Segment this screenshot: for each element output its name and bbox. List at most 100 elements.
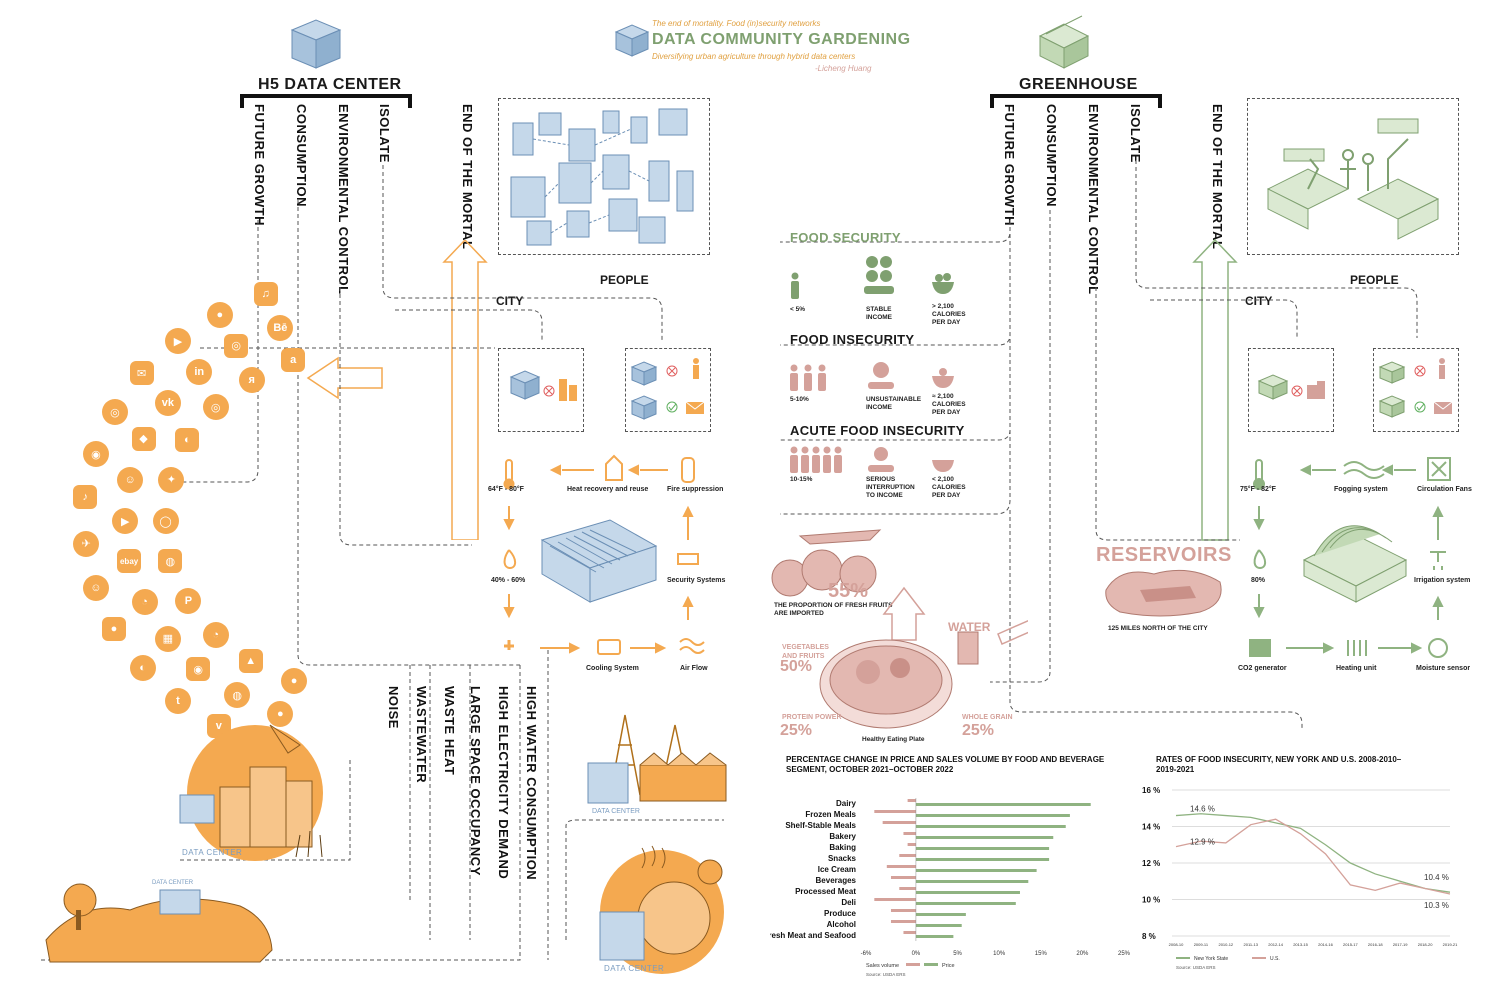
line-series-us <box>1175 818 1451 895</box>
app-icon: a <box>281 348 306 373</box>
heating-unit-label: Heating unit <box>1336 665 1377 672</box>
protein-percent: 25% <box>780 722 813 739</box>
line-x-tick: 2014-16 <box>1318 942 1333 947</box>
app-icon: ◎ <box>224 333 249 358</box>
app-icon: ☺ <box>82 574 109 601</box>
app-icon: Bē <box>267 315 294 342</box>
app-icon: ● <box>101 616 126 641</box>
right-city-label: CITY <box>1245 294 1273 308</box>
left-end-of-mortal: END OF THE MORTAL <box>460 104 475 250</box>
bar-category-label: Frozen Meals <box>805 810 856 819</box>
line-y-tick: 10 % <box>1142 896 1160 905</box>
bar-sales-volume <box>874 810 916 813</box>
noise-city-illustration <box>179 724 323 861</box>
app-icon: ▲ <box>238 648 263 673</box>
line-x-tick: 2015-17 <box>1343 942 1358 947</box>
bar-legend-sales-label: Sales volume <box>866 963 899 969</box>
bar-price <box>915 891 1020 894</box>
food-security-share: < 5% <box>790 306 805 313</box>
line-y-tick: 12 % <box>1142 859 1160 868</box>
line-legend-ny-swatch <box>1176 957 1190 959</box>
acute-food-insecurity-title: ACUTE FOOD INSECURITY <box>790 423 965 438</box>
money-hand-icon <box>864 256 894 294</box>
right-humidity-label: 80% <box>1251 577 1266 584</box>
app-icon: ◉ <box>82 441 109 468</box>
food-insecurity-calories: ≈ 2,100 CALORIES PER DAY <box>932 393 966 416</box>
bar-x-tick: 0% <box>912 951 921 957</box>
line-y-tick: 14 % <box>1142 823 1160 832</box>
greenhouse-icon <box>1038 15 1090 69</box>
bar-x-tick: -6% <box>861 951 872 957</box>
left-bracket <box>240 94 412 108</box>
bar-price <box>915 803 1091 806</box>
title-kicker: The end of mortality. Food (in)security … <box>652 19 821 28</box>
impact-noise: NOISE <box>386 686 401 729</box>
bar-price <box>915 847 1050 850</box>
bar-x-tick: 15% <box>1035 951 1048 957</box>
left-header: H5 DATA CENTER <box>258 76 402 93</box>
bar-sales-volume <box>903 931 916 934</box>
reservoirs-illustration <box>1105 569 1222 617</box>
right-people-box <box>1373 348 1459 432</box>
line-x-tick: 2018-20 <box>1418 942 1433 947</box>
bar-sales-volume <box>886 865 916 868</box>
line-x-tick: 2010-12 <box>1218 942 1233 947</box>
bar-price <box>915 902 1016 905</box>
bar-legend-price-label: Price <box>942 963 955 969</box>
line-label-us-end: 10.3 % <box>1424 901 1449 910</box>
bar-sales-volume <box>899 887 916 890</box>
bar-category-label: Fresh Meat and Seafood <box>770 931 856 940</box>
app-icon: ◉ <box>186 657 211 682</box>
bar-price <box>915 924 962 927</box>
line-y-tick: 16 % <box>1142 786 1160 795</box>
app-icon: vk <box>154 390 181 417</box>
app-icon: ♪ <box>73 485 98 510</box>
imported-fruits-illustration <box>771 529 882 597</box>
server-robots-illustration <box>510 108 694 246</box>
line-x-tick: 2016-18 <box>1368 942 1383 947</box>
bar-source: Source: USDA ERS <box>866 972 906 977</box>
app-icon: in <box>186 358 213 385</box>
line-legend-us-label: U.S. <box>1270 956 1280 962</box>
water-label: WATER <box>948 620 991 634</box>
bar-price <box>915 858 1050 861</box>
app-icon: ▶ <box>164 328 191 355</box>
grain-label: WHOLE GRAIN <box>962 714 1013 721</box>
impact-wastewater: WASTEWATER <box>414 686 429 784</box>
right-environmental-cycle <box>1249 457 1451 658</box>
food-security-calories: > 2,100 CALORIES PER DAY <box>932 303 966 326</box>
fire-suppression-label: Fire suppression <box>667 486 724 493</box>
app-icon: ✦ <box>158 466 185 493</box>
line-x-tick: 2011-13 <box>1244 942 1259 947</box>
heat-recovery-label: Heat recovery and reuse <box>567 486 649 493</box>
security-systems-label: Security Systems <box>667 577 726 584</box>
page-title: DATA COMMUNITY GARDENING <box>652 31 911 48</box>
food-insecurity-title: FOOD INSECURITY <box>790 332 915 347</box>
impact-water: HIGH WATER CONSUMPTION <box>524 686 539 881</box>
left-people-label: PEOPLE <box>600 273 649 287</box>
waste-heat-illustration <box>599 845 724 974</box>
line-y-tick: 8 % <box>1142 932 1156 941</box>
left-branch-isolate: ISOLATE <box>377 104 392 163</box>
dc-label-3: DATA CENTER <box>592 808 640 815</box>
app-icon: ▶ <box>112 508 139 534</box>
imported-percent: 55% <box>828 580 869 602</box>
left-people-box <box>625 348 711 432</box>
reservoirs-location: 125 MILES NORTH OF THE CITY <box>1108 625 1208 632</box>
bar-category-label: Snacks <box>828 854 857 863</box>
app-icon: ☺ <box>117 466 144 493</box>
bar-category-label: Deli <box>841 898 856 907</box>
dc-label-1: DATA CENTER <box>182 848 243 857</box>
air-flow-label: Air Flow <box>680 665 708 672</box>
right-farming-panel <box>1247 98 1459 255</box>
title-subtitle: Diversifying urban agriculture through h… <box>652 52 856 61</box>
app-icon: ◔ <box>131 589 158 616</box>
veg-label: VEGETABLES AND FRUITS <box>782 644 829 660</box>
bar-category-label: Produce <box>824 909 857 918</box>
plate-and-water-arrows <box>819 586 1028 729</box>
people-group-icon <box>790 364 826 391</box>
bar-sales-volume <box>890 920 916 923</box>
title-author: -Licheng Huang <box>815 64 872 73</box>
right-people-label: PEOPLE <box>1350 273 1399 287</box>
h5-data-center-icon <box>290 19 342 69</box>
